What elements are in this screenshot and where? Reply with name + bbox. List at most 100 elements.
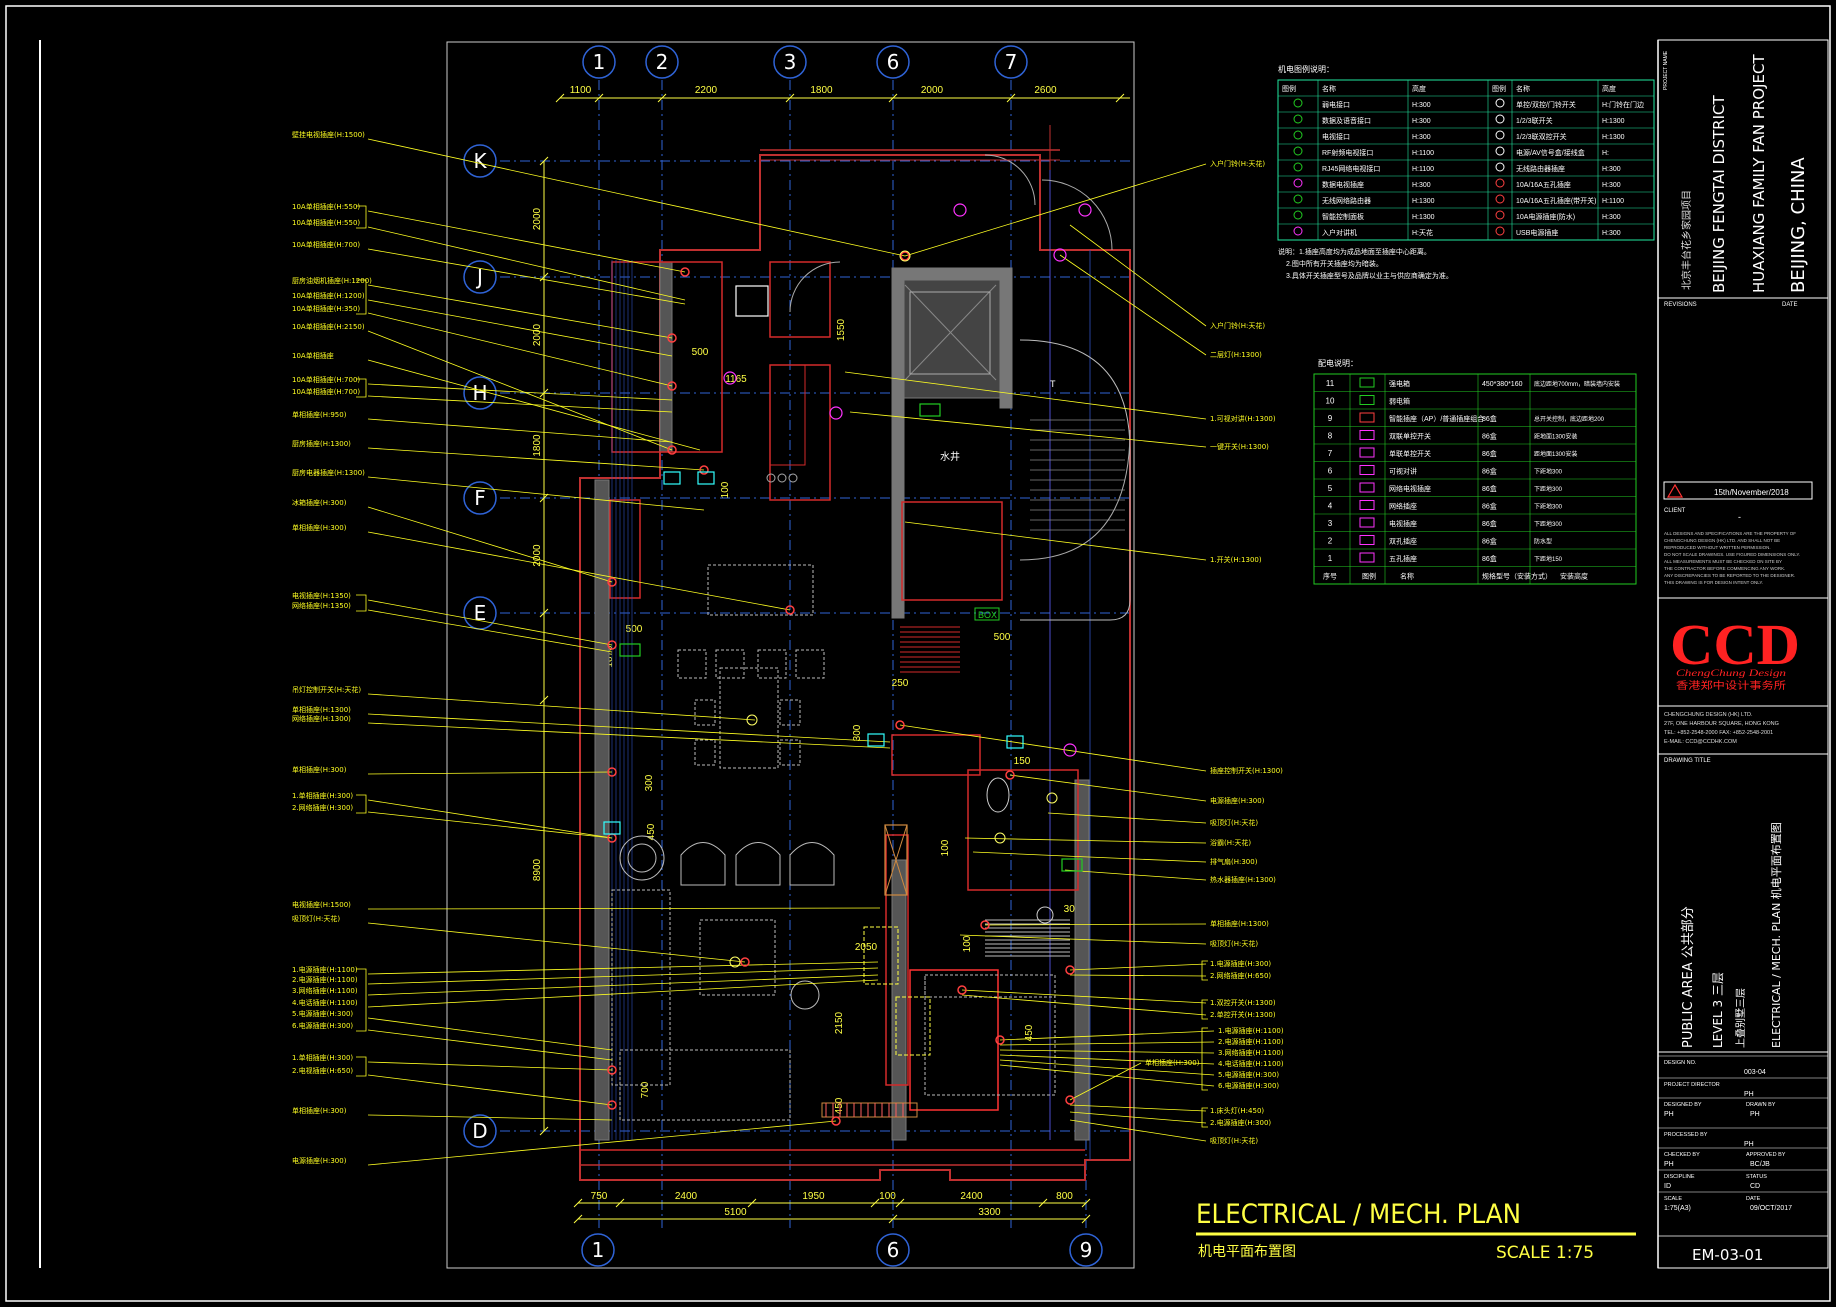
callout-bracket <box>356 594 367 612</box>
light-symbol <box>729 956 741 968</box>
callout-text: 单相插座(H:1300) <box>292 705 351 714</box>
callout-leader <box>999 1041 1215 1046</box>
legend-name: RJ45网络电视接口 <box>1322 164 1380 173</box>
schedule-name: 网络电视插座 <box>1389 484 1431 493</box>
legend-height: H:1300 <box>1412 214 1435 221</box>
tb-field-value: 09/OCT/2017 <box>1750 1205 1792 1212</box>
grid-bubble-label: K <box>473 149 487 173</box>
dim-text-bottom-1: 2400 <box>675 1191 698 1202</box>
schedule-note: 下距地300 <box>1534 520 1563 528</box>
grid-bubble <box>463 376 497 410</box>
callout-leader <box>1069 1104 1207 1112</box>
callout-text: 3.网络插座(H:1100) <box>1218 1048 1284 1057</box>
tb-field-label: APPROVED BY <box>1746 1152 1786 1158</box>
tb-field-label: PROCESSED BY <box>1664 1132 1708 1138</box>
legend-name: 入户对讲机 <box>1322 228 1357 237</box>
dim-text-bottom-1: 750 <box>591 1191 608 1202</box>
tb-copyright-line: CHENGCHUNG DESIGN (HK) LTD. AND SHALL NO… <box>1664 538 1780 543</box>
east-wall <box>1074 779 1090 1141</box>
stair-arc <box>1019 429 1131 561</box>
socket-symbol <box>957 985 967 995</box>
grid-bubble-label: H <box>472 381 487 405</box>
socket-symbol <box>680 267 690 277</box>
room-label-t: T <box>1050 379 1056 389</box>
callout-text: 单相插座(H:300) <box>292 765 347 774</box>
callout-bracket <box>356 1056 367 1077</box>
light-symbol <box>899 250 911 262</box>
cabinet-brown <box>821 1102 918 1118</box>
dim-text-interior: 500 <box>626 624 643 635</box>
cabinet-brown-cross <box>884 824 908 896</box>
callout-leader <box>367 1029 613 1061</box>
schedule-symbol <box>1359 395 1375 405</box>
legend-name-2: 10A/16A五孔插座 <box>1516 180 1571 189</box>
callout-text: 6.电源插座(H:300) <box>292 1021 353 1030</box>
schedule-spec: 86盒 <box>1482 537 1497 546</box>
tb-copyright-line: REPRODUCED WITHOUT WRITTEN PERMISSION. <box>1664 545 1771 550</box>
legend-name: RF射频电视接口 <box>1322 148 1373 157</box>
tb-copyright-line: ALL DESIGNS AND SPECIFICATIONS ARE THE P… <box>1664 531 1796 536</box>
core-wall-top <box>891 267 1013 281</box>
callout-text: 入户门铃(H:天花) <box>1210 159 1265 168</box>
callout-text: 5.电源插座(H:300) <box>1218 1070 1279 1079</box>
callout-leader <box>367 447 705 471</box>
schedule-spec: 86盒 <box>1482 519 1497 528</box>
callout-text: 一键开关(H:1300) <box>1210 442 1269 451</box>
grid-bubble <box>773 45 807 79</box>
kitchen-island <box>707 564 814 616</box>
callout-leader <box>367 383 673 401</box>
callout-leader <box>367 210 686 273</box>
schedule-note: 下距地300 <box>1534 503 1563 511</box>
socket-symbol <box>785 605 795 615</box>
wardrobe-zone <box>895 996 931 1056</box>
callout-leader <box>367 967 879 985</box>
callout-text: 5.电源插座(H:300) <box>292 1009 353 1018</box>
callout-leader <box>1069 963 1207 971</box>
schedule-no: 3 <box>1328 519 1333 528</box>
fridge-room <box>609 499 641 599</box>
dim-text-interior: 500 <box>994 632 1011 643</box>
dim-tick <box>615 1198 625 1208</box>
schedule-spec: 86盒 <box>1482 414 1497 423</box>
intercom-symbol <box>1063 743 1077 757</box>
schedule-note: 距地面1300安装 <box>1534 433 1577 441</box>
elevator-car <box>909 291 991 375</box>
grid-bubble-label: J <box>475 265 483 289</box>
callout-leader <box>367 330 673 451</box>
callout-text: 网络插座(H:1300) <box>292 714 351 723</box>
dim-text-interior: 1550 <box>836 318 847 341</box>
dim-tick <box>1081 1214 1091 1224</box>
socket-symbol <box>607 1100 617 1110</box>
stair-curve <box>1019 339 1131 621</box>
legend-symbol <box>1495 194 1505 204</box>
legend-symbol <box>1293 178 1303 188</box>
callout-text: 4.电话插座(H:1100) <box>1218 1059 1284 1068</box>
schedule-spec: 86盒 <box>1482 484 1497 493</box>
grid-bubble-label: 6 <box>887 50 900 74</box>
callout-text: 入户门铃(H:天花) <box>1210 321 1265 330</box>
callout-text: 1.单相插座(H:300) <box>292 1053 353 1062</box>
callout-text: 10A单相插座(H:550) <box>292 218 360 227</box>
ccd-logo: CCD <box>1670 612 1800 677</box>
callout-text: 厨房油烟机插座(H:1200) <box>292 276 372 285</box>
schedule-no: 11 <box>1326 379 1335 388</box>
callout-leader <box>1069 224 1207 327</box>
grid-bubble-label: 9 <box>1080 1238 1093 1262</box>
callout-leader <box>367 722 891 749</box>
callout-text: 1.电源插座(H:1100) <box>1218 1026 1284 1035</box>
legend-name-2: 10A/16A五孔插座(带开关) <box>1516 196 1597 205</box>
dim-text-bottom-1: 800 <box>1056 1191 1073 1202</box>
callout-leader <box>367 599 613 646</box>
cabinet-brown <box>884 824 908 896</box>
armchair <box>680 842 726 886</box>
callout-text: 10A单相插座(H:2150) <box>292 322 365 331</box>
callout-leader <box>999 1030 1215 1041</box>
callout-leader <box>1059 254 1207 356</box>
callout-leader <box>367 138 906 257</box>
tb-drawing-title-label: DRAWING TITLE <box>1664 758 1711 764</box>
callout-leader <box>999 1064 1215 1087</box>
callout-text: 热水器插座(H:1300) <box>1210 875 1276 884</box>
callout-text: 1.可视对讲(H:1300) <box>1210 414 1276 423</box>
callout-leader <box>1069 1062 1142 1101</box>
